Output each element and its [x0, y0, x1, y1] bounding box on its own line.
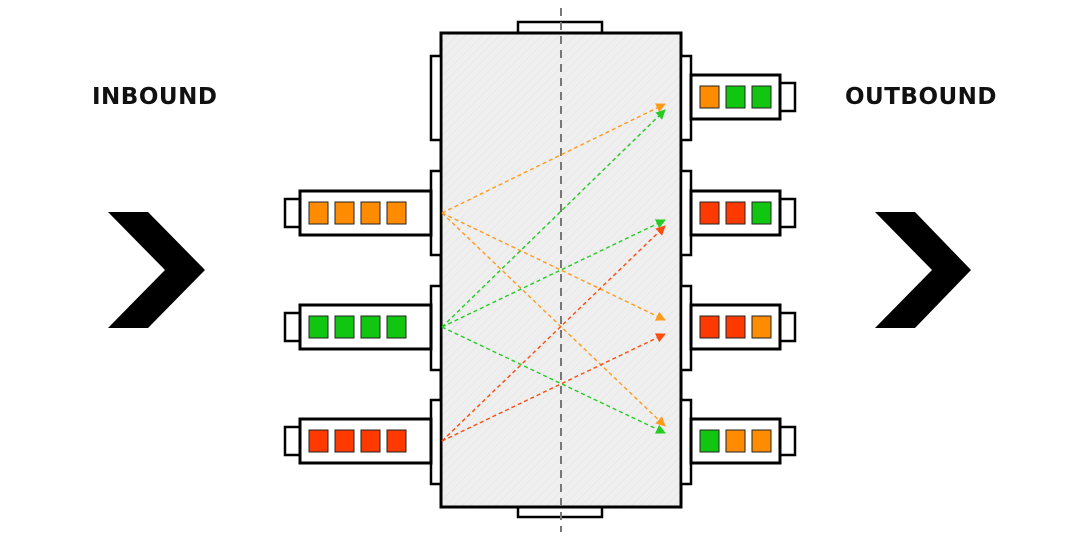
packet-orange: [360, 201, 381, 225]
packet-red: [699, 201, 720, 225]
route-red: [441, 333, 666, 442]
packet-orange: [725, 429, 746, 453]
packet-green: [334, 315, 355, 339]
inbound-chevron-icon: [108, 212, 205, 328]
route-red: [441, 225, 666, 442]
outbound-queue: [689, 189, 797, 237]
packet-green: [360, 315, 381, 339]
packet-orange: [386, 201, 407, 225]
packet-red: [725, 315, 746, 339]
route-green: [441, 219, 666, 328]
packet-green: [386, 315, 407, 339]
route-green: [441, 326, 666, 434]
outbound-queues: [689, 73, 797, 465]
outbound-queue: [689, 417, 797, 465]
packet-orange: [308, 201, 329, 225]
route-orange: [441, 103, 666, 214]
packet-orange: [751, 315, 772, 339]
packet-green: [725, 85, 746, 109]
inbound-label: INBOUND: [92, 84, 218, 110]
packet-green: [308, 315, 329, 339]
packet-orange: [334, 201, 355, 225]
packet-green: [751, 85, 772, 109]
outbound-chevron-icon: [875, 212, 971, 328]
inbound-queue: [283, 417, 433, 465]
hub-left-tab: [429, 54, 443, 142]
packet-green: [751, 201, 772, 225]
packet-orange: [751, 429, 772, 453]
inbound-queue: [283, 189, 433, 237]
route-green: [441, 109, 666, 328]
outbound-label: OUTBOUND: [845, 84, 998, 110]
packet-red: [308, 429, 329, 453]
route-orange: [441, 212, 666, 321]
outbound-queue: [689, 303, 797, 351]
packet-red: [386, 429, 407, 453]
packet-red: [360, 429, 381, 453]
inbound-queue: [283, 303, 433, 351]
outbound-queue: [689, 73, 797, 121]
packet-orange: [699, 85, 720, 109]
packet-red: [334, 429, 355, 453]
routes: [441, 103, 666, 442]
route-orange: [441, 212, 666, 427]
packet-red: [699, 315, 720, 339]
inbound-queues: [283, 189, 433, 465]
packet-red: [725, 201, 746, 225]
packet-green: [699, 429, 720, 453]
